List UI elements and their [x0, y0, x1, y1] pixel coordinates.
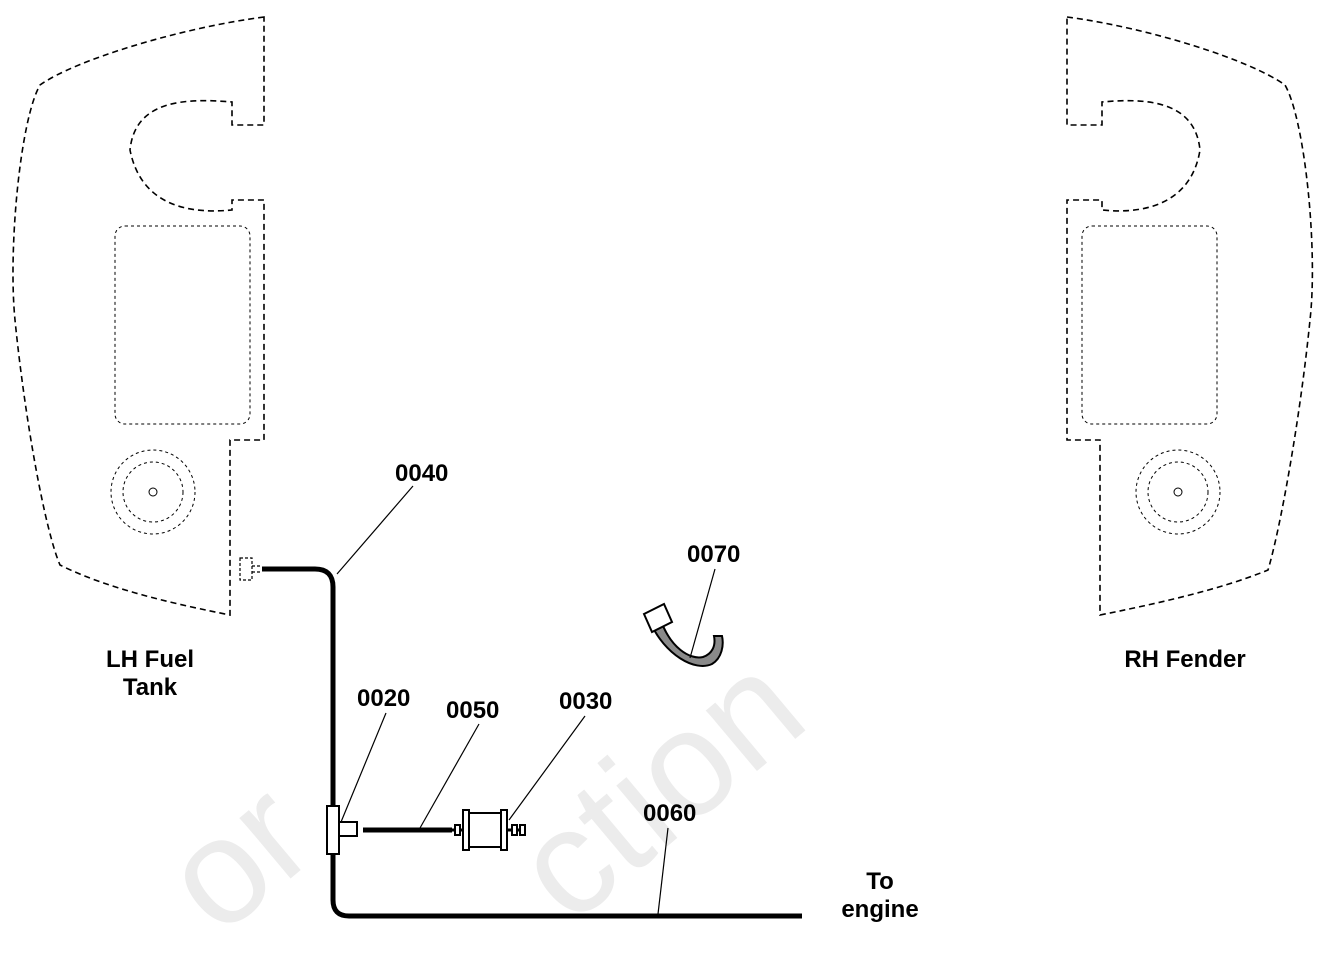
rh-fender-outline	[1066, 16, 1314, 616]
to-engine-label-line2: engine	[841, 896, 919, 923]
callout-0070: 0070	[687, 541, 741, 568]
rh-fender-inner-panel	[1081, 225, 1218, 425]
rh-fender-label: RH Fender	[1124, 646, 1246, 673]
fuel-filter-0030	[452, 809, 526, 851]
callout-0040: 0040	[395, 460, 449, 487]
lh-tank-gauge-circle	[110, 449, 196, 535]
to-engine-label: To engine	[820, 868, 940, 924]
fuel-line-0040	[262, 566, 336, 808]
callout-leader-lines	[336, 485, 716, 915]
fuel-line-diagram	[12, 16, 1314, 919]
tank-outlet-fitting	[239, 557, 262, 581]
lh-fuel-tank-label: LH Fuel Tank	[80, 646, 220, 702]
lh-fuel-tank-outline	[12, 16, 265, 616]
tee-fitting-0020	[326, 805, 358, 855]
lh-fuel-tank-label-line1: LH Fuel	[106, 646, 194, 673]
lh-fuel-tank-label-line2: Tank	[122, 674, 178, 701]
cable-tie-0070	[642, 602, 724, 667]
rh-fender-gauge-circle	[1135, 449, 1221, 535]
to-engine-label-line1: To	[866, 868, 894, 895]
callout-0020: 0020	[357, 685, 411, 712]
callout-0030: 0030	[559, 688, 613, 715]
lh-tank-inner-panel	[114, 225, 251, 425]
callout-0060: 0060	[643, 800, 697, 827]
fuel-line-0060	[330, 852, 802, 919]
callout-0050: 0050	[446, 697, 500, 724]
